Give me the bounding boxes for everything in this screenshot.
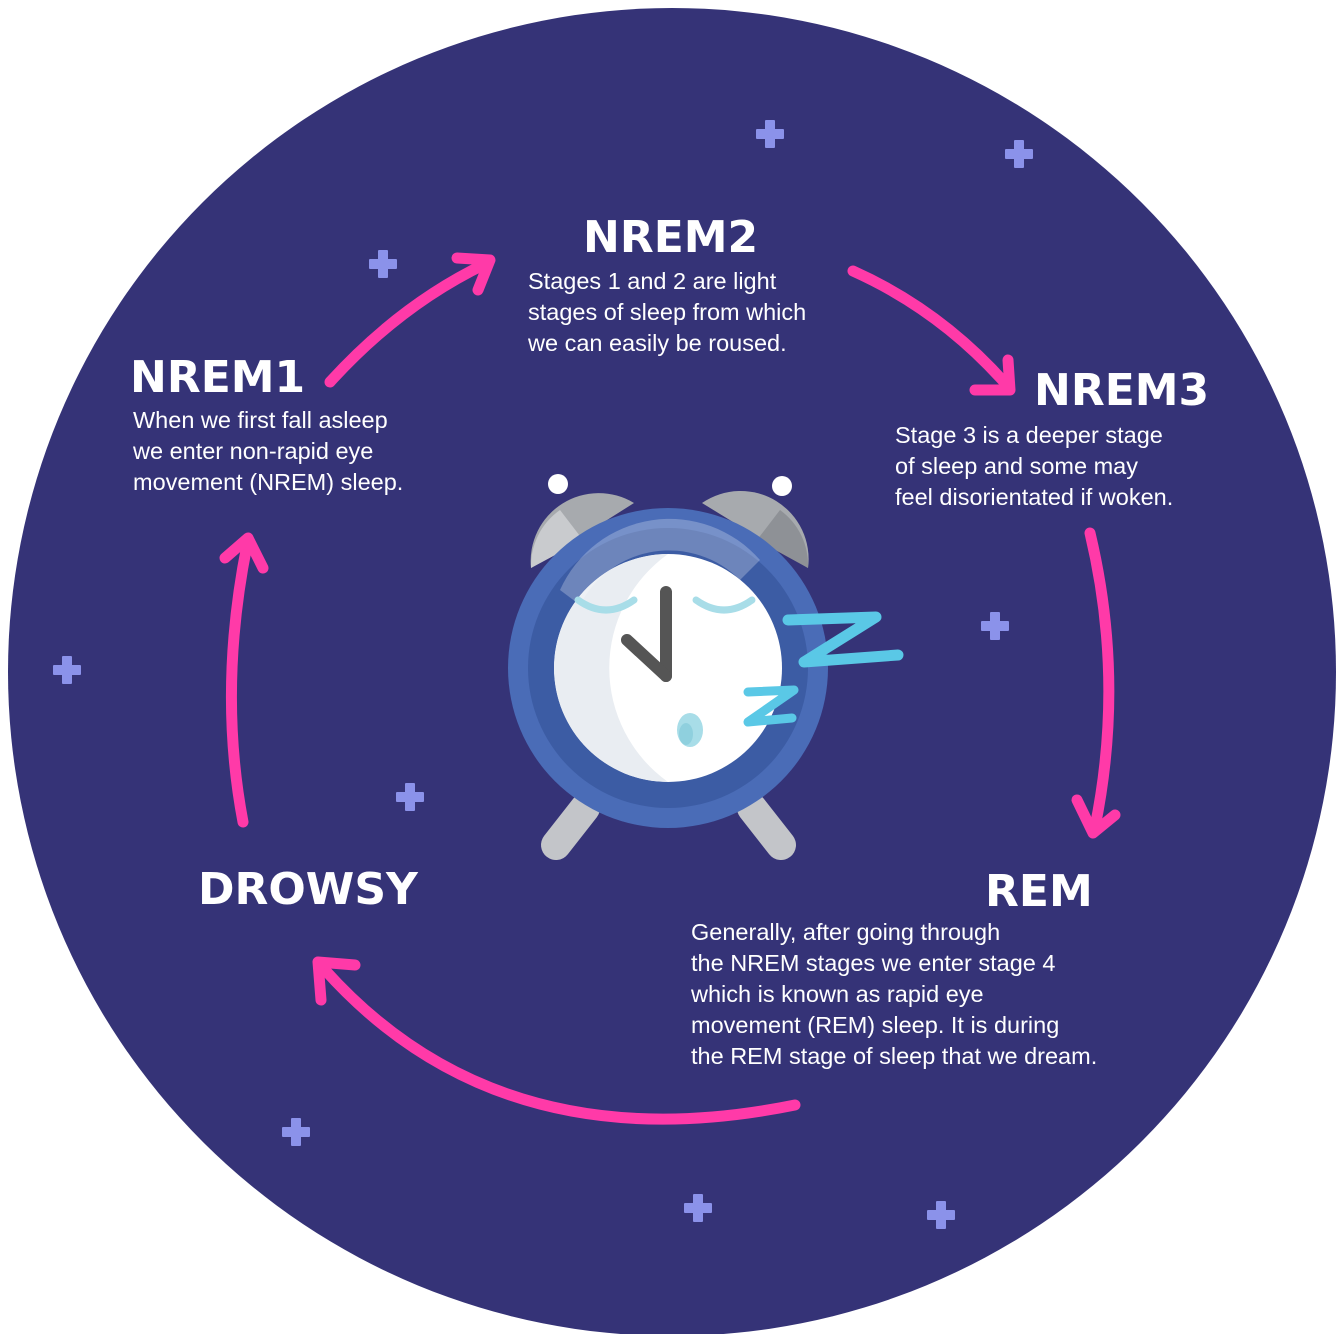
sleeping-alarm-clock-icon bbox=[508, 474, 828, 860]
arrow-drowsy-to-nrem1 bbox=[219, 532, 269, 828]
description-line: of sleep and some may bbox=[895, 453, 1138, 479]
zzz-icon bbox=[743, 611, 904, 727]
description-line: feel disorientated if woken. bbox=[895, 484, 1174, 510]
description-line: we can easily be roused. bbox=[528, 330, 787, 356]
description-line: movement (REM) sleep. It is during bbox=[691, 1012, 1060, 1038]
sparkle-star-icon bbox=[981, 612, 1009, 640]
stars bbox=[53, 120, 1033, 1229]
description-line: When we first fall asleep bbox=[133, 407, 388, 433]
stage-description-nrem3: Stage 3 is a deeper stage of sleep and s… bbox=[895, 420, 1173, 513]
cycle-arrows bbox=[219, 252, 1121, 1125]
arrow-nrem1-to-nrem2 bbox=[324, 252, 496, 388]
stage-description-nrem1: When we first fall asleep we enter non-r… bbox=[133, 405, 403, 498]
description-line: the REM stage of sleep that we dream. bbox=[691, 1043, 1098, 1069]
description-line: stages of sleep from which bbox=[528, 299, 807, 325]
description-line: we enter non-rapid eye bbox=[133, 438, 374, 464]
sparkle-star-icon bbox=[927, 1201, 955, 1229]
stage-description-nrem2: Stages 1 and 2 are light stages of sleep… bbox=[528, 266, 806, 359]
description-line: Generally, after going through bbox=[691, 919, 1001, 945]
stage-description-rem: Generally, after going through the NREM … bbox=[691, 917, 1097, 1072]
description-line: the NREM stages we enter stage 4 bbox=[691, 950, 1056, 976]
stage-title-drowsy: DROWSY bbox=[198, 864, 418, 915]
sparkle-star-icon bbox=[369, 250, 397, 278]
description-line: Stage 3 is a deeper stage bbox=[895, 422, 1163, 448]
arrow-rem-to-drowsy bbox=[312, 956, 801, 1125]
description-line: movement (NREM) sleep. bbox=[133, 469, 404, 495]
right-bell bbox=[702, 476, 809, 568]
sparkle-star-icon bbox=[282, 1118, 310, 1146]
sparkle-star-icon bbox=[1005, 140, 1033, 168]
sparkle-star-icon bbox=[396, 783, 424, 811]
stage-title-rem: REM bbox=[985, 866, 1093, 917]
sparkle-star-icon bbox=[684, 1194, 712, 1222]
left-bell bbox=[530, 474, 634, 568]
description-line: Stages 1 and 2 are light bbox=[528, 268, 777, 294]
sparkle-star-icon bbox=[53, 656, 81, 684]
stage-title-nrem2: NREM2 bbox=[583, 212, 759, 263]
description-line: which is known as rapid eye bbox=[691, 981, 984, 1007]
stage-title-nrem1: NREM1 bbox=[130, 352, 306, 403]
arrow-nrem3-to-rem bbox=[1071, 527, 1121, 839]
sparkle-star-icon bbox=[756, 120, 784, 148]
stage-title-nrem3: NREM3 bbox=[1034, 365, 1210, 416]
arrow-nrem2-to-nrem3 bbox=[847, 265, 1016, 396]
